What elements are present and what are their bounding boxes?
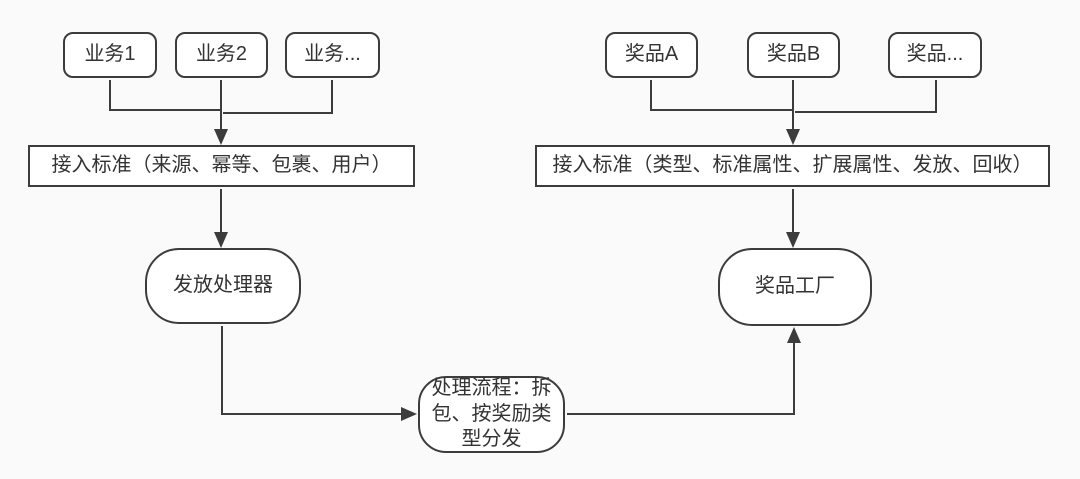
connector-prize3-merge (795, 80, 937, 113)
node-prize-a: 奖品A (605, 32, 698, 78)
node-access-standard-right: 接入标准（类型、标准属性、扩展属性、发放、回收） (535, 145, 1050, 187)
node-distribution-processor: 发放处理器 (145, 248, 301, 324)
node-processing-pipeline: 处理流程：拆包、按奖励类型分发 (418, 376, 565, 453)
node-business-more: 业务... (285, 32, 380, 78)
connector-biz1-merge (109, 80, 221, 111)
node-prize-more: 奖品... (888, 32, 982, 78)
node-business-2: 业务2 (175, 32, 268, 78)
arrow-processor-to-pipeline (221, 326, 417, 421)
node-prize-factory: 奖品工厂 (718, 248, 872, 326)
node-prize-b: 奖品B (747, 32, 840, 78)
node-access-standard-left: 接入标准（来源、幂等、包裹、用户） (28, 145, 415, 187)
connector-biz3-merge (223, 80, 333, 114)
node-business-1: 业务1 (63, 32, 157, 78)
connector-prize1-merge (650, 80, 792, 111)
arrow-pipeline-to-factory (567, 327, 801, 415)
